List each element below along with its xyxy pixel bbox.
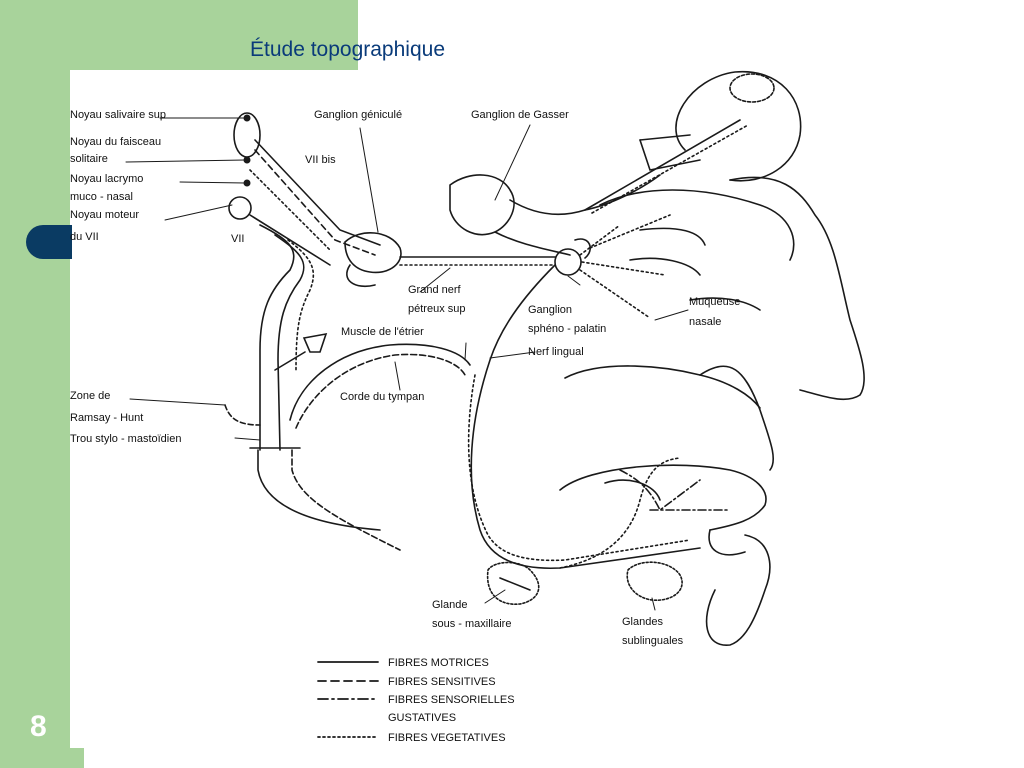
eye-outline xyxy=(639,70,802,182)
greater-petrosal-nerve xyxy=(399,119,749,319)
label-noyau-lacrymo: Noyau lacrymo xyxy=(70,173,143,185)
legend-label-motrices: FIBRES MOTRICES xyxy=(388,657,489,669)
gasser-ganglion xyxy=(449,174,661,256)
label-glandes-subling: Glandes xyxy=(622,616,663,628)
diagram-labels: Noyau salivaire sup Noyau du faisceau so… xyxy=(70,109,740,647)
label-zone-ramsay: Zone de xyxy=(70,390,110,402)
label-grand-nerf-line2: pétreux sup xyxy=(408,303,465,315)
legend-label-sensorielles: FIBRES SENSORIELLES xyxy=(388,694,515,706)
geniculate-ganglion xyxy=(344,232,402,287)
label-noyau-faisceau-line2: solitaire xyxy=(70,153,108,165)
sidebar-panel xyxy=(0,0,70,768)
facial-nerve-trunk xyxy=(228,112,401,551)
label-glandes-subling-line2: sublinguales xyxy=(622,635,684,647)
navigation-tab[interactable] xyxy=(26,225,72,259)
label-corde-tympan: Corde du tympan xyxy=(340,391,424,403)
page-number: 8 xyxy=(30,710,47,743)
slide-title: Étude topographique xyxy=(250,38,445,61)
label-noyau-moteur-line2: du VII xyxy=(70,231,99,243)
leader-lines xyxy=(125,114,689,611)
facial-nerve-diagram: Noyau salivaire sup Noyau du faisceau so… xyxy=(70,70,865,744)
legend-label-gustatives: GUSTATIVES xyxy=(388,712,456,724)
sublingual-gland xyxy=(626,561,683,601)
legend-label-vegetatives: FIBRES VEGETATIVES xyxy=(388,732,506,744)
label-noyau-salivaire: Noyau salivaire sup xyxy=(70,109,166,121)
label-muqueuse: Muqueuse xyxy=(689,296,740,308)
label-glande-sous-line2: sous - maxillaire xyxy=(432,618,511,630)
top-green-band xyxy=(0,0,358,70)
bottom-green-band xyxy=(0,748,84,768)
label-vii: VII xyxy=(231,233,244,245)
label-vii-bis: VII bis xyxy=(305,154,336,166)
label-zone-ramsay-line2: Ramsay - Hunt xyxy=(70,412,143,424)
label-muscle-etrier: Muscle de l'étrier xyxy=(341,326,424,338)
label-noyau-lacrymo-line2: muco - nasal xyxy=(70,191,133,203)
label-ganglion-gasser: Ganglion de Gasser xyxy=(471,109,569,121)
face-profile-outline xyxy=(564,176,865,471)
submandibular-gland xyxy=(486,561,540,605)
label-grand-nerf: Grand nerf xyxy=(408,284,462,296)
label-ganglion-spheno: Ganglion xyxy=(528,304,572,316)
legend-line-samples xyxy=(317,661,379,738)
label-nerf-lingual: Nerf lingual xyxy=(528,346,584,358)
legend-label-sensitives: FIBRES SENSITIVES xyxy=(388,676,496,688)
label-glande-sous: Glande xyxy=(432,599,467,611)
legend: FIBRES MOTRICES FIBRES SENSITIVES FIBRES… xyxy=(388,657,515,744)
stapedius-muscle xyxy=(274,332,328,371)
label-ganglion-genicule: Ganglion géniculé xyxy=(314,109,402,121)
label-ganglion-spheno-line2: sphéno - palatin xyxy=(528,323,606,335)
label-noyau-faisceau: Noyau du faisceau xyxy=(70,136,161,148)
chorda-tympani-lingual-nerve xyxy=(289,264,731,570)
label-muqueuse-line2: nasale xyxy=(689,316,721,328)
label-trou-stylo: Trou stylo - mastoïdien xyxy=(70,433,181,445)
ramsay-hunt-zone xyxy=(224,404,261,426)
label-noyau-moteur: Noyau moteur xyxy=(70,209,139,221)
